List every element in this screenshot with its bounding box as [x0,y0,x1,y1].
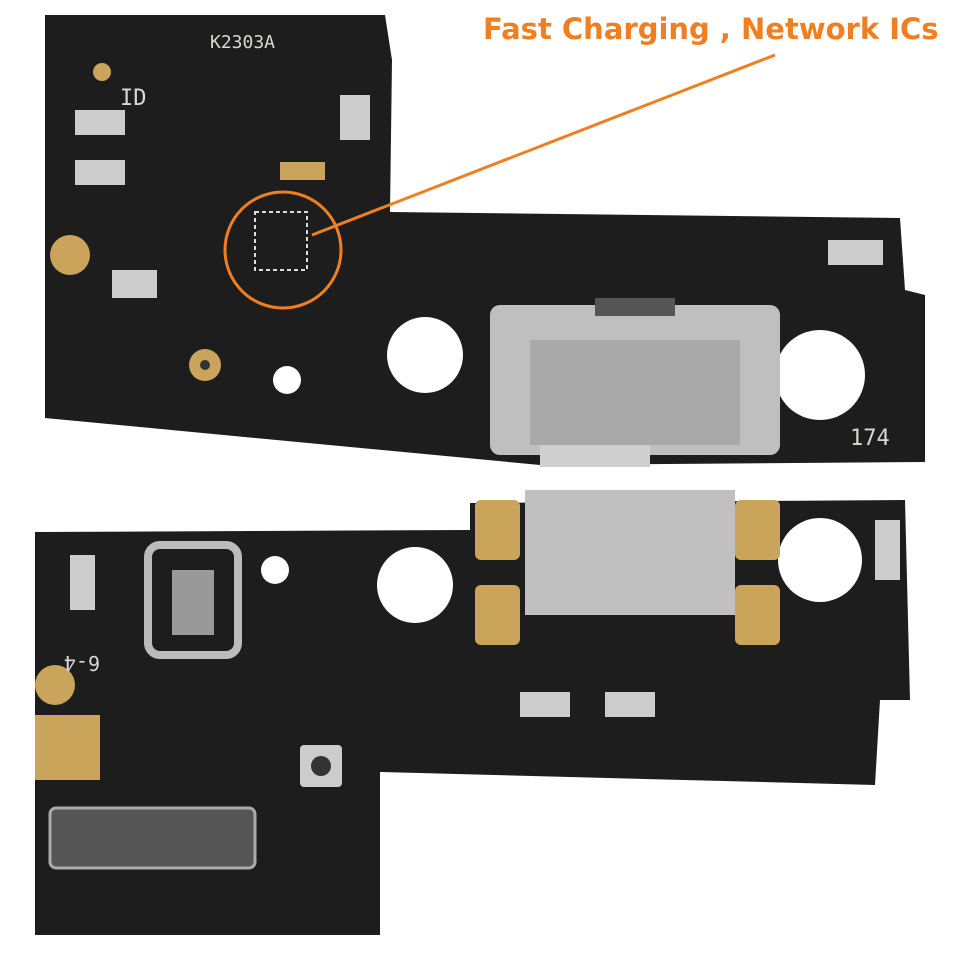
top-board: K2303A ID 174 [45,15,925,467]
annotation-label: Fast Charging , Network ICs [483,12,939,46]
board-code-silkscreen: K2303A [210,32,275,53]
number-silkscreen: 174 [850,426,890,451]
pin-silkscreen: 6-4 [64,651,100,675]
highlight-circle [223,190,343,310]
bottom-board: 6-4 [35,490,910,935]
id-silkscreen: ID [120,86,147,111]
annotation-callout [223,53,776,310]
callout-line [311,53,776,237]
